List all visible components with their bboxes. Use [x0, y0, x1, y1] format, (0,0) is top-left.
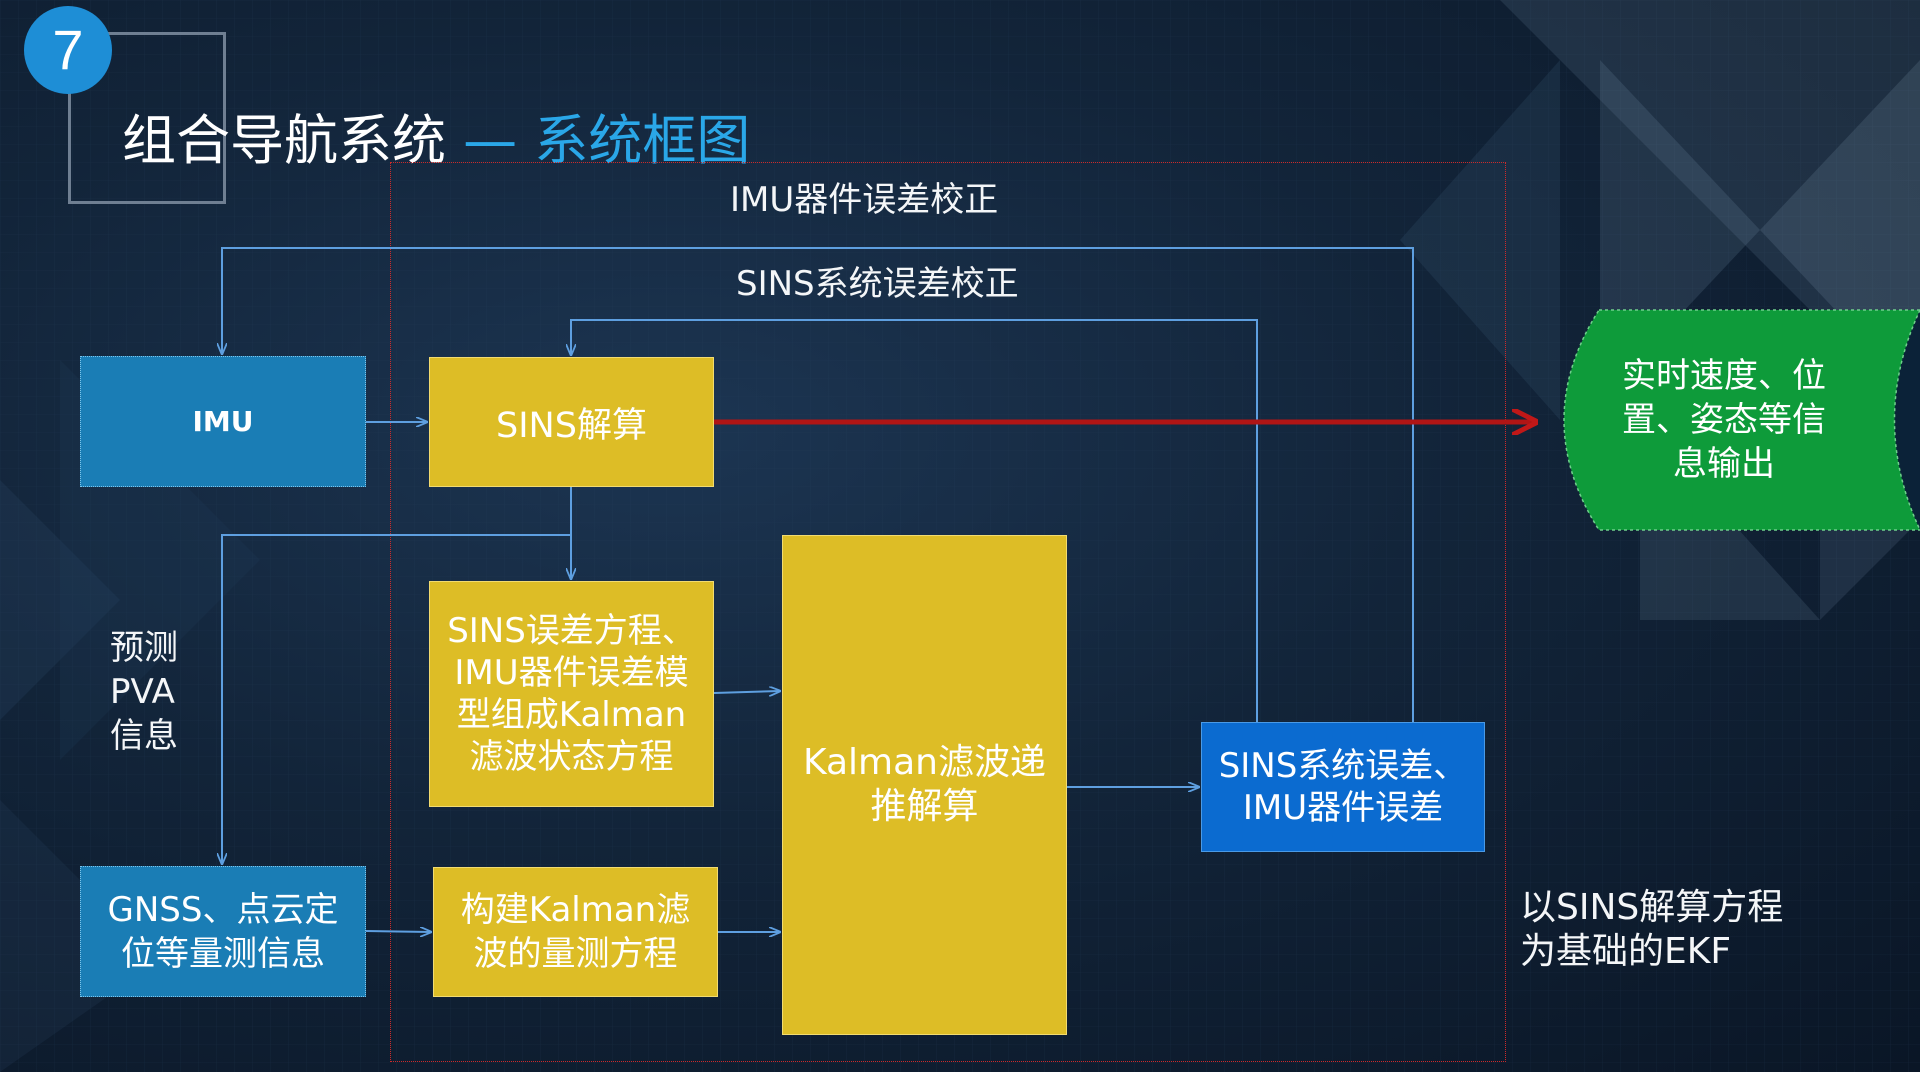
imu-node: IMU — [80, 356, 366, 487]
kalman-filter-node: Kalman滤波递 推解算 — [782, 535, 1067, 1035]
sins-correction-label: SINS系统误差校正 — [736, 264, 1019, 304]
pva-line: 信息 — [110, 716, 178, 756]
error-estimate-line: IMU器件误差 — [1242, 788, 1444, 828]
kalman-filter-line: Kalman滤波递 — [803, 742, 1046, 783]
sins-error-model-line: 滤波状态方程 — [469, 737, 674, 777]
measurement-equation-line: 构建Kalman滤 — [460, 890, 691, 930]
title-dash: — — [463, 109, 518, 172]
sins-error-model-line: IMU器件误差模 — [454, 653, 689, 693]
pva-branch-arrow — [222, 534, 571, 864]
output-line: 息输出 — [1673, 444, 1775, 484]
output-node: 实时速度、位 置、姿态等信 息输出 — [1539, 308, 1920, 532]
ekf-boundary-frame — [390, 162, 1506, 1062]
kalman-filter-line: 推解算 — [870, 786, 979, 827]
gnss-to-meas-arrow — [365, 931, 431, 932]
ekf-note: 以SINS解算方程 为基础的EKF — [1520, 886, 1783, 974]
errmodel-to-kalman-arrow — [713, 691, 780, 693]
pva-line: 预测 — [110, 628, 178, 668]
output-shape — [1563, 309, 1920, 531]
ekf-note-line: 以SINS解算方程 — [1520, 887, 1784, 928]
sins-error-model-node: SINS误差方程、 IMU器件误差模 型组成Kalman 滤波状态方程 — [429, 581, 714, 807]
imu-node-label: IMU — [192, 405, 254, 438]
sins-solution-label: SINS解算 — [496, 405, 647, 446]
imu-correction-loop — [222, 247, 1414, 722]
predicted-pva-label: 预测 PVA 信息 — [110, 626, 200, 758]
sins-error-model-line: SINS误差方程、 — [447, 611, 696, 651]
error-estimate-line: SINS系统误差、 — [1218, 746, 1468, 786]
pva-line: PVA — [110, 672, 175, 712]
title-text: 组合导航系统 — [122, 109, 446, 172]
gnss-measurement-line: GNSS、点云定 — [107, 889, 339, 930]
title-subtitle: 系统框图 — [534, 109, 751, 172]
sins-error-model-line: 型组成Kalman — [456, 695, 687, 735]
measurement-equation-node: 构建Kalman滤 波的量测方程 — [433, 867, 718, 997]
output-line: 置、姿态等信 — [1622, 400, 1826, 440]
output-line: 实时速度、位 — [1622, 356, 1826, 396]
ekf-note-line: 为基础的EKF — [1520, 931, 1732, 972]
imu-correction-label: IMU器件误差校正 — [730, 180, 999, 220]
error-estimate-node: SINS系统误差、 IMU器件误差 — [1201, 722, 1485, 852]
title-bracket — [68, 32, 226, 204]
sins-solution-node: SINS解算 — [429, 357, 714, 487]
gnss-measurement-line: 位等量测信息 — [120, 933, 325, 974]
gnss-measurement-node: GNSS、点云定 位等量测信息 — [80, 866, 366, 997]
slide-number-badge: 7 — [24, 6, 112, 94]
slide-title: 组合导航系统 — 系统框图 — [122, 96, 750, 175]
sins-correction-loop — [571, 319, 1258, 722]
measurement-equation-line: 波的量测方程 — [473, 934, 678, 974]
